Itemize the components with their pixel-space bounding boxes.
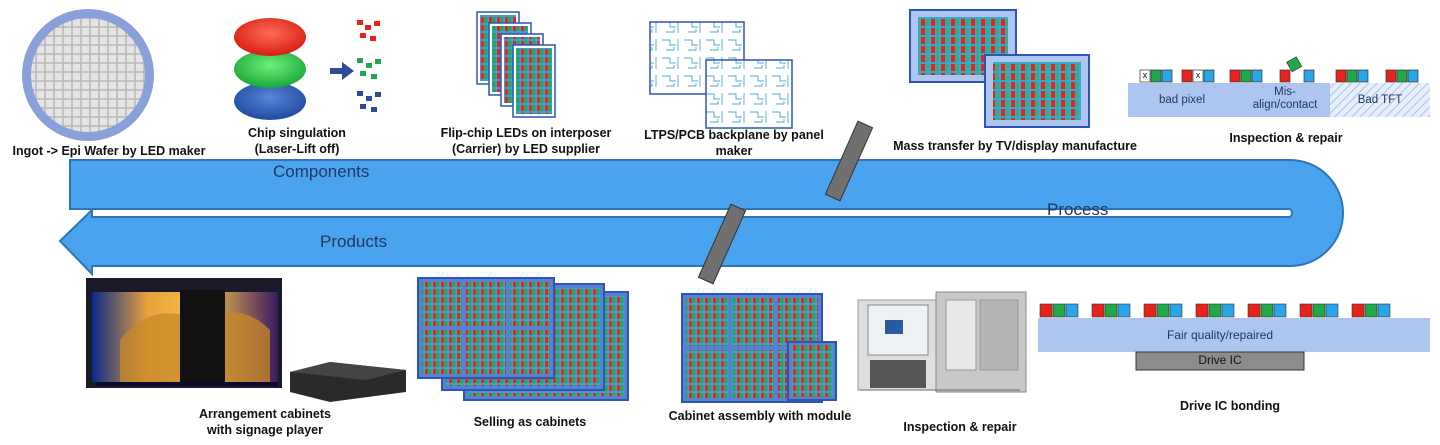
led-subpixel (1156, 303, 1170, 318)
backplanes (649, 21, 793, 129)
led-subpixel (1065, 303, 1079, 318)
caption-arrangement: Arrangement cabinets with signage player (180, 406, 350, 438)
products-label: Products (320, 232, 388, 251)
led-subpixel (1208, 303, 1222, 318)
process-label: Process (1047, 200, 1109, 219)
caption-drive-ic: Drive IC bonding (1180, 399, 1280, 413)
separator-bar-bottom (697, 203, 747, 285)
defect-cross-section (1128, 56, 1430, 117)
caption-backplane: LTPS/PCB backplane by panel maker (634, 127, 834, 159)
led-subpixel (1117, 303, 1131, 318)
fair-quality-label: Fair quality/repaired (1166, 328, 1274, 342)
caption-cabinet-assembly: Cabinet assembly with module (668, 409, 852, 423)
bad-pixel-label: bad pixel (1158, 94, 1206, 106)
caption-selling: Selling as cabinets (473, 415, 587, 429)
bonding-leds (1039, 303, 1391, 318)
led-subpixel (1299, 303, 1313, 318)
misalign-label: Mis- align/contact (1240, 86, 1330, 112)
led-subpixel (1364, 303, 1378, 318)
led-subpixel (1273, 303, 1287, 318)
epi-wafer (22, 9, 154, 141)
led-subpixel (1169, 303, 1183, 318)
process-arrow (58, 159, 1344, 277)
cabinet-assembly (681, 293, 837, 403)
caption-backplane-line1: LTPS/PCB backplane by panel (644, 128, 824, 142)
led-subpixel (1351, 303, 1365, 318)
caption-inspection-bottom: Inspection & repair (903, 420, 1017, 434)
led-subpixel (1221, 303, 1235, 318)
caption-mass-transfer: Mass transfer by TV/display manufacture (893, 139, 1137, 153)
led-subpixel (1247, 303, 1261, 318)
separator-bar-top (824, 120, 874, 202)
led-subpixel (1312, 303, 1326, 318)
mass-transfer-panels (909, 9, 1090, 128)
led-subpixel (1052, 303, 1066, 318)
x-mark-1: x (1142, 70, 1148, 80)
led-subpixel (1325, 303, 1339, 318)
caption-flipchip: Flip-chip LEDs on interposer (Carrier) b… (436, 125, 616, 157)
led-subpixel (1260, 303, 1274, 318)
led-subpixel (1104, 303, 1118, 318)
flip-chip-carriers (476, 11, 556, 118)
led-subpixel (1377, 303, 1391, 318)
caption-singulation-line2: (Laser-Lift off) (254, 142, 340, 156)
cabinet-stacks (417, 277, 629, 401)
singulation-discs (234, 18, 354, 120)
led-subpixel (1091, 303, 1105, 318)
singulated-chips (357, 20, 381, 112)
caption-wafer: Ingot -> Epi Wafer by LED maker (12, 144, 206, 158)
caption-inspection-top: Inspection & repair (1229, 131, 1343, 145)
caption-flipchip-line2: (Carrier) by LED supplier (452, 142, 600, 156)
components-label: Components (273, 162, 370, 181)
led-subpixel (1143, 303, 1157, 318)
caption-singulation-line1: Chip singulation (248, 126, 346, 140)
signage-player (290, 362, 406, 402)
misalign-line1: Mis- (1274, 86, 1296, 98)
bad-tft-label: Bad TFT (1357, 94, 1403, 106)
x-mark-2: x (1195, 70, 1201, 80)
led-subpixel (1039, 303, 1053, 318)
caption-flipchip-line1: Flip-chip LEDs on interposer (440, 126, 612, 140)
inspection-machine (857, 291, 1027, 393)
caption-arrangement-line2: with signage player (206, 423, 323, 437)
led-subpixel (1195, 303, 1209, 318)
caption-singulation: Chip singulation (Laser-Lift off) (232, 125, 362, 157)
caption-arrangement-line1: Arrangement cabinets (199, 407, 331, 421)
caption-backplane-line2: maker (715, 144, 753, 158)
drive-ic-label: Drive IC (1198, 353, 1242, 367)
drive-ic-bonding (1038, 318, 1430, 371)
signage-wall-photo (86, 278, 282, 388)
misalign-line2: align/contact (1252, 99, 1318, 111)
